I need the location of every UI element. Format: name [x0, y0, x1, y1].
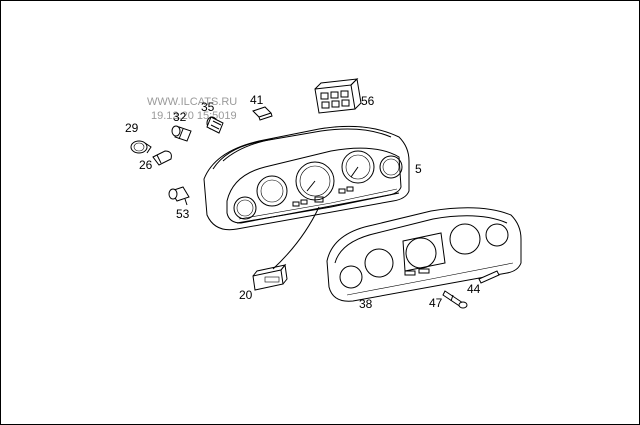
callout-5[interactable]: 5 [415, 162, 422, 176]
part-29-twist-socket[interactable] [130, 140, 152, 154]
callout-20[interactable]: 20 [239, 288, 253, 302]
part-53-sensor[interactable] [168, 186, 190, 206]
callout-26[interactable]: 26 [139, 158, 153, 172]
part-47-adjuster-shaft[interactable] [442, 290, 468, 309]
callout-47[interactable]: 47 [429, 296, 443, 310]
part-56-connector-block[interactable] [314, 77, 362, 114]
part-20-cluster-connector[interactable] [252, 206, 320, 291]
part-32-bulb-holder[interactable] [171, 125, 192, 142]
callout-56[interactable]: 56 [361, 94, 375, 108]
part-5-instrument-cluster[interactable] [203, 125, 410, 231]
callout-35[interactable]: 35 [201, 100, 215, 114]
part-26-bulb[interactable] [152, 150, 172, 166]
part-41-clip[interactable] [252, 106, 273, 121]
callout-38[interactable]: 38 [359, 297, 373, 311]
callout-44[interactable]: 44 [467, 282, 481, 296]
callout-29[interactable]: 29 [125, 121, 139, 135]
part-44-pin[interactable] [478, 270, 500, 284]
watermark-site: WWW.ILCATS.RU [147, 96, 237, 108]
watermark-date: 19.12.20 15:5019 [151, 110, 237, 122]
callout-32[interactable]: 32 [173, 110, 187, 124]
callout-41[interactable]: 41 [250, 93, 264, 107]
part-38-cluster-bezel[interactable] [326, 207, 522, 302]
part-35-bulb-socket[interactable] [206, 116, 224, 134]
callout-53[interactable]: 53 [176, 207, 190, 221]
